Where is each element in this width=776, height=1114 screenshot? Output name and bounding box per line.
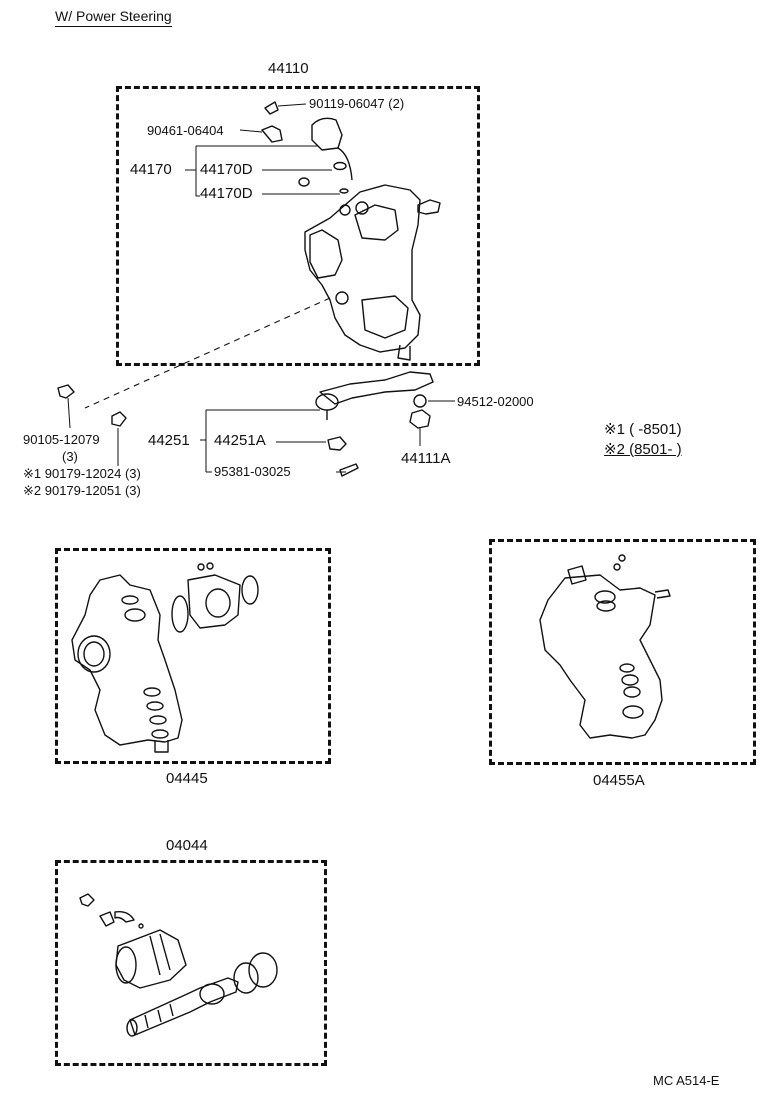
steering-gear-housing-drawing [304,184,441,361]
part-label-90119-06047: 90119-06047 (2) [309,96,405,111]
leader-90461 [239,129,263,133]
part-label-44251a: 44251A [214,432,266,449]
gasket-kit-04445-drawing [71,562,259,753]
page-title: W/ Power Steering [55,8,172,27]
leader-44170 [185,145,340,197]
part-label-90461-06404: 90461-06404 [147,123,224,138]
group-box-44110 [116,86,480,366]
part-label-90105-qty: (3) [62,449,78,464]
group-label-44110: 44110 [268,60,309,77]
part-label-44251: 44251 [148,432,190,449]
part-label-90105-12079: 90105-12079 [23,432,100,447]
part-label-44170: 44170 [130,161,172,178]
part-label-44170d-1: 44170D [200,161,253,178]
group-label-04455a: 04455A [593,772,645,789]
part-label-90179-12024: ※1 90179-12024 (3) [23,466,141,481]
legend-note-1: ※1 ( -8501) [604,421,682,438]
part-label-94512-02000: 94512-02000 [457,394,534,409]
part-label-90179-12051: ※2 90179-12051 (3) [23,483,141,498]
group-box-04455a [489,539,756,765]
legend-note-2: ※2 (8501- ) [604,441,682,458]
group-box-04044 [55,860,327,1066]
group-label-04445: 04445 [166,770,208,787]
pressure-switch-drawing [261,101,353,194]
leader-90119 [277,103,307,107]
group-label-04044: 04044 [166,837,208,854]
part-label-44111a: 44111A [401,450,451,467]
part-label-44170d-2: 44170D [200,185,253,202]
group-box-04445 [55,548,331,764]
pitman-arm-drawing [57,371,434,477]
link-dashed-line [84,297,331,409]
diagram-code: MC A514-E [653,1073,720,1088]
boot-kit-04044-drawing [79,893,278,1037]
gasket-kit-04455a-drawing [539,554,671,739]
leader-90105 [67,397,71,429]
leader-44251 [200,409,346,473]
part-label-95381-03025: 95381-03025 [214,464,291,479]
